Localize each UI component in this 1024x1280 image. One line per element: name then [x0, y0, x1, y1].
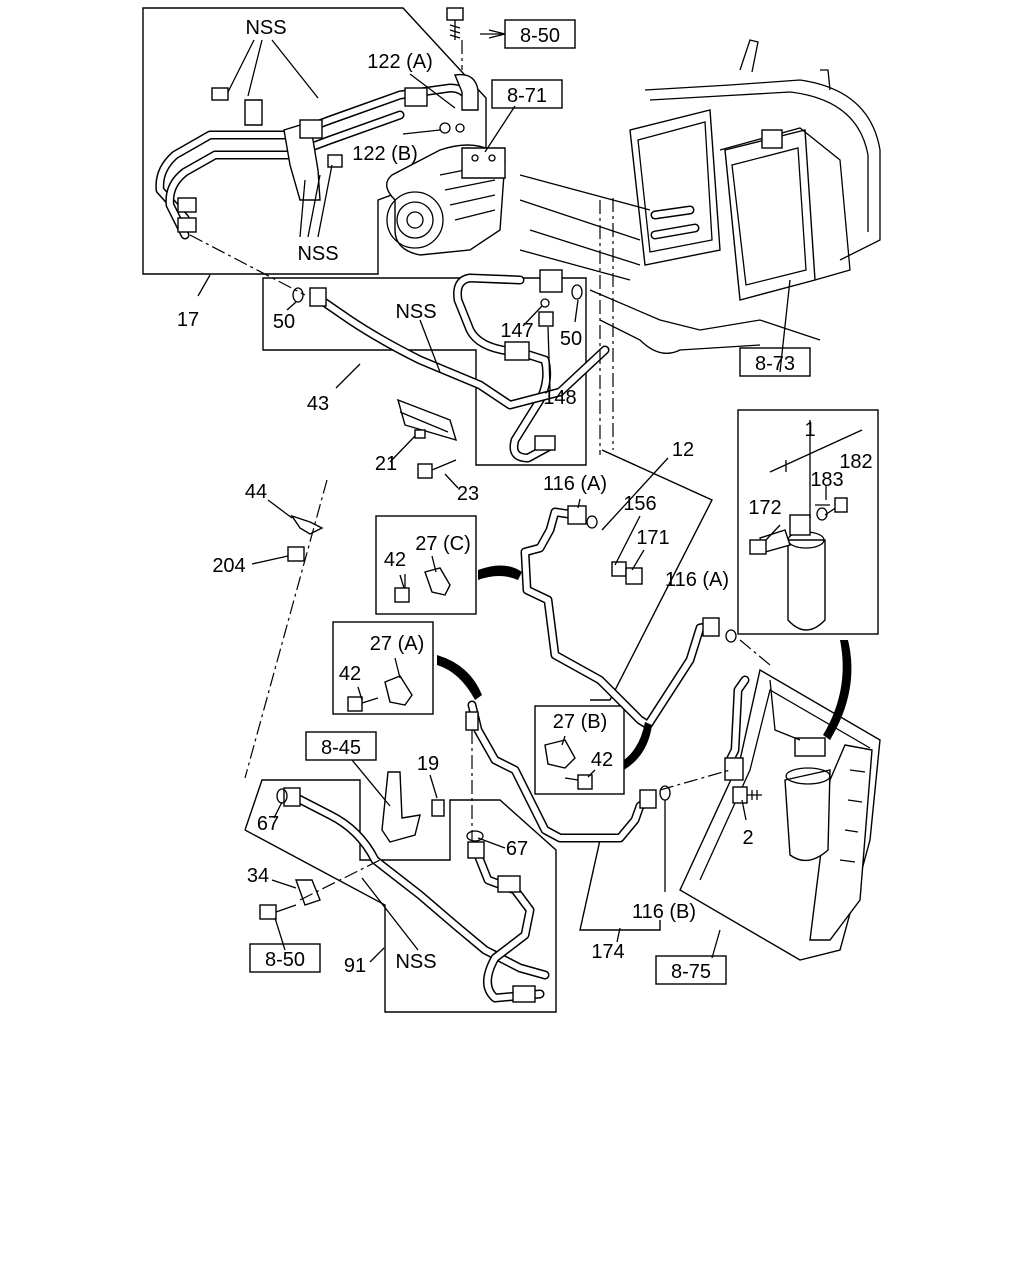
label-nss-mid: NSS [395, 301, 436, 323]
label-1: 1 [804, 419, 815, 441]
label-171: 171 [636, 527, 669, 549]
clamp-27c-detail-box [375, 515, 477, 615]
leader-27c-arrow [478, 565, 522, 580]
label-42-c: 42 [384, 549, 406, 571]
label-147: 147 [500, 320, 533, 342]
clamp-27b [544, 739, 593, 790]
ref-box-8-71: 8-71 [491, 79, 563, 109]
label-148: 148 [543, 387, 576, 409]
ref-8-75-text: 8-75 [671, 961, 711, 983]
label-116a-top: 116 (A) [543, 473, 607, 495]
label-174: 174 [591, 941, 624, 963]
label-17: 17 [177, 309, 199, 331]
label-67-left: 67 [257, 813, 279, 835]
label-nss-top: NSS [245, 17, 286, 39]
hose-lower [466, 830, 545, 1003]
ref-box-8-50-bottom: 8-50 [249, 943, 321, 973]
label-nss-bottom: NSS [395, 951, 436, 973]
clamp-27c [394, 567, 451, 603]
label-27c: 27 (C) [415, 533, 471, 555]
leader-lines [197, 29, 863, 963]
bracket-21 [396, 398, 458, 442]
suction-hose-148 [453, 269, 583, 463]
label-116a-right: 116 (A) [665, 569, 729, 591]
liquid-pipe-174 [465, 700, 671, 843]
group-box-lower-line [244, 779, 557, 1013]
compressor [386, 144, 506, 256]
label-23: 23 [457, 483, 479, 505]
centerline-5 [244, 479, 328, 779]
label-nss-bracket: NSS [297, 243, 338, 265]
ref-box-8-50-top: 8-50 [504, 19, 576, 49]
centerline-9 [739, 639, 771, 666]
centerline-1 [189, 234, 306, 296]
label-122a: 122 (A) [367, 51, 433, 73]
label-21: 21 [375, 453, 397, 475]
ref-box-8-45: 8-45 [305, 731, 377, 761]
label-182: 182 [839, 451, 872, 473]
centerline-8 [299, 859, 381, 901]
bolt-2 [732, 786, 762, 804]
label-116b: 116 (B) [632, 901, 696, 923]
label-183: 183 [810, 469, 843, 491]
label-50-left: 50 [273, 311, 295, 333]
pipe-43 [292, 287, 610, 410]
label-2: 2 [742, 827, 753, 849]
bracket-8-45 [381, 771, 445, 843]
leader-27b-arrow [624, 722, 652, 770]
label-156: 156 [623, 493, 656, 515]
group-box-suction-line [262, 277, 587, 466]
condenser-unit [679, 668, 881, 961]
label-44: 44 [245, 481, 267, 503]
clamp-27a-detail-box [332, 621, 434, 715]
discharge-pipe-12 [520, 505, 737, 730]
label-19: 19 [417, 753, 439, 775]
ref-8-73-text: 8-73 [755, 353, 795, 375]
ref-8-45-text: 8-45 [321, 737, 361, 759]
ref-8-50-top-text: 8-50 [520, 25, 560, 47]
label-91: 91 [344, 955, 366, 977]
label-204: 204 [212, 555, 245, 577]
pipe-91 [276, 787, 550, 980]
group-box-discharge-line [590, 449, 713, 701]
bolt-top [446, 7, 464, 40]
ref-8-71-text: 8-71 [507, 85, 547, 107]
ref-box-8-75: 8-75 [655, 955, 727, 985]
clip-34 [259, 879, 321, 920]
receiver-dryer-1 [749, 497, 848, 631]
label-34: 34 [247, 865, 269, 887]
top-hose-assembly [155, 73, 479, 240]
label-50-right: 50 [560, 328, 582, 350]
centerline-7 [659, 769, 731, 791]
clip-44 [290, 514, 324, 535]
receiver-dryer-detail-box [737, 409, 879, 635]
leader-27a-arrow [437, 655, 482, 700]
label-42-b: 42 [591, 749, 613, 771]
ref-box-8-73: 8-73 [739, 347, 811, 377]
label-172: 172 [748, 497, 781, 519]
label-122b: 122 (B) [352, 143, 418, 165]
label-67-right: 67 [506, 838, 528, 860]
ref-8-50-bottom-text: 8-50 [265, 949, 305, 971]
label-12: 12 [672, 439, 694, 461]
bolt-23 [417, 459, 457, 479]
clamp-27a [347, 675, 413, 712]
label-27a: 27 (A) [370, 633, 424, 655]
leader-dryer-arrow [823, 640, 852, 740]
label-27b: 27 (B) [553, 711, 607, 733]
hvac-evaporator-unit [519, 39, 881, 354]
clamp-27b-detail-box [534, 705, 625, 795]
label-43: 43 [307, 393, 329, 415]
nut-204 [287, 546, 305, 562]
label-42-a: 42 [339, 663, 361, 685]
